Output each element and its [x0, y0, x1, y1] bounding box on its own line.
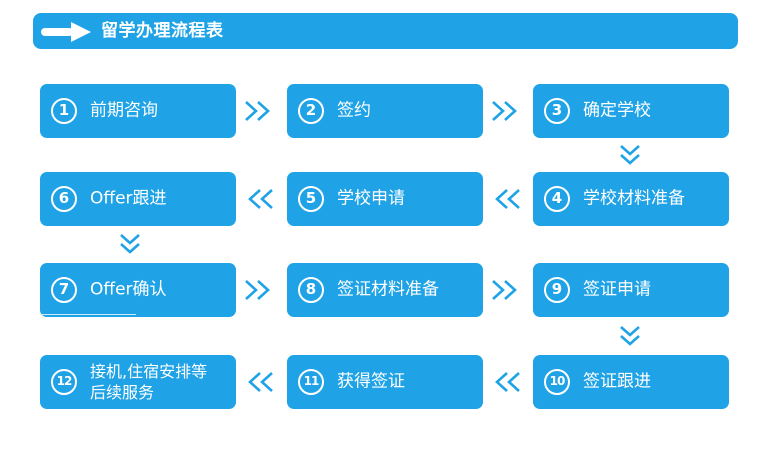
step-label: 确定学校: [583, 100, 651, 121]
double-chevron-right-icon: [492, 280, 517, 300]
double-chevron-right-icon: [492, 101, 517, 121]
double-chevron-left-icon: [495, 372, 520, 392]
double-chevron-left-icon: [248, 372, 273, 392]
step-1-consultation: 1 前期咨询: [40, 84, 236, 138]
step-number: 4: [544, 186, 570, 212]
step-4-school-materials: 4 学校材料准备: [533, 172, 729, 226]
step-number: 9: [544, 277, 570, 303]
step-label: 获得签证: [337, 371, 405, 392]
step-label: 签证跟进: [583, 371, 651, 392]
double-chevron-left-icon: [248, 189, 273, 209]
double-chevron-down-icon: [620, 326, 640, 346]
step-number: 7: [51, 277, 77, 303]
double-chevron-left-icon: [495, 189, 520, 209]
double-chevron-down-icon: [120, 234, 140, 254]
arrow-right-icon: [41, 22, 91, 42]
step-number: 1: [51, 98, 77, 124]
step-label: Offer跟进: [90, 188, 167, 209]
step-number: 12: [51, 369, 77, 395]
step-number: 8: [298, 277, 324, 303]
step-label: 接机,住宿安排等 后续服务: [90, 362, 208, 402]
step-number: 2: [298, 98, 324, 124]
step-number: 10: [544, 369, 570, 395]
double-chevron-right-icon: [245, 280, 270, 300]
step-12-followup-services: 12 接机,住宿安排等 后续服务: [40, 355, 236, 409]
step-number: 3: [544, 98, 570, 124]
divider-line: [40, 314, 136, 315]
step-6-offer-followup: 6 Offer跟进: [40, 172, 236, 226]
double-chevron-down-icon: [620, 145, 640, 165]
page-header: 留学办理流程表: [33, 13, 738, 49]
step-label: 签约: [337, 100, 371, 121]
step-2-sign-contract: 2 签约: [287, 84, 483, 138]
step-number: 5: [298, 186, 324, 212]
step-label: 学校申请: [337, 188, 405, 209]
step-11-visa-granted: 11 获得签证: [287, 355, 483, 409]
page-title: 留学办理流程表: [101, 21, 224, 41]
step-10-visa-followup: 10 签证跟进: [533, 355, 729, 409]
step-label: 前期咨询: [90, 100, 158, 121]
step-3-choose-school: 3 确定学校: [533, 84, 729, 138]
step-label: 签证材料准备: [337, 279, 439, 300]
step-label: 签证申请: [583, 279, 651, 300]
step-8-visa-materials: 8 签证材料准备: [287, 263, 483, 317]
step-9-visa-application: 9 签证申请: [533, 263, 729, 317]
double-chevron-right-icon: [245, 101, 270, 121]
step-number: 11: [298, 369, 324, 395]
step-label: Offer确认: [90, 279, 167, 300]
step-number: 6: [51, 186, 77, 212]
step-7-offer-confirm: 7 Offer确认: [40, 263, 236, 317]
step-5-school-application: 5 学校申请: [287, 172, 483, 226]
step-label: 学校材料准备: [583, 188, 685, 209]
